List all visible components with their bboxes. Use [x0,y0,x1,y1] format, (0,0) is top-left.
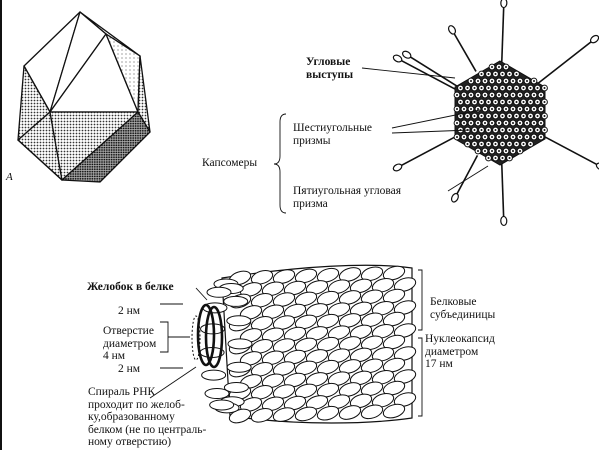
label-vertex-projections: Угловые выступы [306,56,354,81]
label-hexagonal-prisms: Шестиугольные призмы [293,122,373,147]
label-groove: Желобок в белке [87,281,174,293]
panel-letter: A [6,171,13,183]
label-2nm-top: 2 нм [118,305,141,317]
tmv-nucleocapsid [191,264,417,424]
label-rna-spiral: Спираль РНК проходит по желоб- ку,образо… [88,386,207,448]
label-2nm-bottom: 2 нм [118,363,141,375]
icosahedron [17,11,151,183]
label-opening-diameter: Отверстие диаметром 4 нм [103,325,157,362]
adenovirus-particle [392,0,599,227]
label-nucleocapsid: Нуклеокапсид диаметром 17 нм [425,333,495,370]
label-capsomeres: Капсомеры [202,157,258,169]
left-border-line [0,0,2,450]
adenovirus-leader-lines [273,67,489,214]
tmv-leader-lines [149,269,423,417]
label-pentagonal-prism: Пятиугольная угловая призма [293,185,402,210]
label-protein-subunits: Белковые субъединицы [430,296,496,321]
